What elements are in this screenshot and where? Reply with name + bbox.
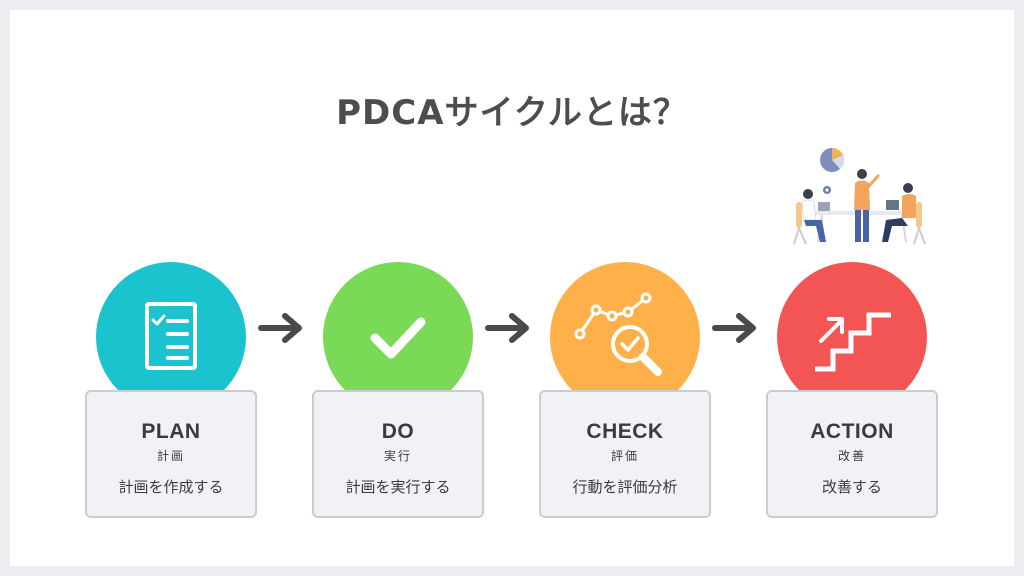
step-card-action: ACTION 改善 改善する bbox=[766, 390, 938, 518]
step-card-plan: PLAN 計画 計画を作成する bbox=[85, 390, 257, 518]
arrow-right-icon bbox=[485, 313, 529, 343]
step-card-do: DO 実行 計画を実行する bbox=[312, 390, 484, 518]
slide: PDCAサイクルとは？ bbox=[10, 10, 1014, 566]
step-description: 改善する bbox=[821, 478, 882, 496]
step-description: 行動を評価分析 bbox=[572, 478, 678, 496]
team-meeting-illustration bbox=[793, 147, 926, 245]
step-name: CHECK bbox=[586, 420, 664, 443]
arrow-right-icon bbox=[258, 313, 302, 343]
step-card-check: CHECK 評価 行動を評価分析 bbox=[539, 390, 711, 518]
step-subtitle: 改善 bbox=[837, 449, 866, 463]
step-description: 計画を実行する bbox=[345, 478, 451, 496]
checklist-icon bbox=[145, 302, 197, 370]
arrow-right-icon bbox=[712, 313, 756, 343]
step-subtitle: 実行 bbox=[383, 449, 412, 463]
magnifier-chart-icon bbox=[574, 292, 662, 376]
page-title: PDCAサイクルとは？ bbox=[336, 93, 688, 133]
action-circle bbox=[777, 262, 927, 412]
stairs-up-icon bbox=[815, 312, 891, 372]
step-subtitle: 計画 bbox=[156, 449, 185, 463]
check-circle bbox=[550, 262, 700, 412]
step-name: PLAN bbox=[141, 420, 201, 443]
do-circle bbox=[323, 262, 473, 412]
step-description: 計画を作成する bbox=[118, 478, 224, 496]
plan-circle bbox=[96, 262, 246, 412]
step-subtitle: 評価 bbox=[610, 449, 639, 463]
step-name: ACTION bbox=[810, 420, 894, 443]
step-name: DO bbox=[381, 420, 415, 443]
checkmark-icon bbox=[370, 317, 426, 359]
